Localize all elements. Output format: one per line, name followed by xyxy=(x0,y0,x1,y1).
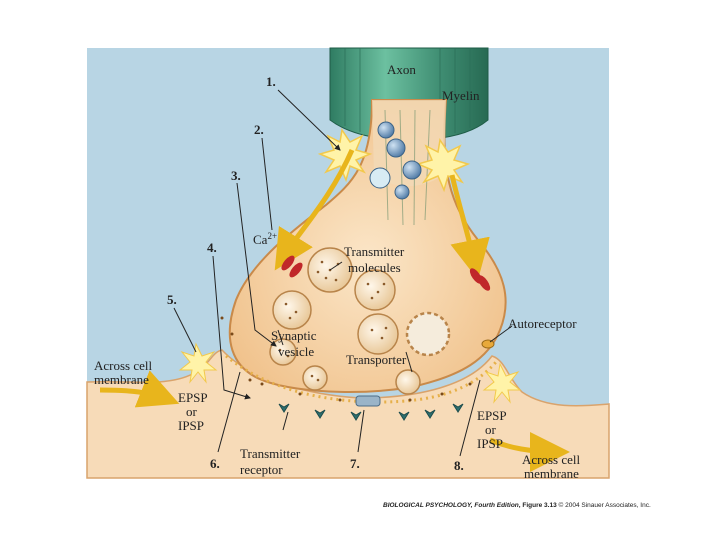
across-left-label-1: Across cell xyxy=(94,358,153,373)
synaptic-vesicle-label-1: Synaptic xyxy=(271,328,317,343)
epsp-left-label-2: or xyxy=(186,404,198,419)
conduction-arrow-left xyxy=(274,148,355,271)
epsp-right-label-3: IPSP xyxy=(477,436,503,451)
myelin-label: Myelin xyxy=(442,88,480,103)
step-number-3: 3. xyxy=(231,168,241,183)
psp-arrow-right xyxy=(489,431,570,472)
across-right-label-2: membrane xyxy=(524,466,579,481)
transmitter-molecules-label-1: Transmitter xyxy=(344,244,405,259)
step-number-8: 8. xyxy=(454,458,464,473)
figure-caption: BIOLOGICAL PSYCHOLOGY, Fourth Edition, F… xyxy=(383,501,651,509)
postsynaptic-flashes xyxy=(178,342,522,404)
action-potential-flash-right xyxy=(415,138,471,193)
postsynaptic-receptors xyxy=(278,403,464,421)
calcium-channel-right xyxy=(469,268,491,291)
step-number-2: 2. xyxy=(254,122,264,137)
transporter-label: Transporter xyxy=(346,352,407,367)
epsp-right-label-2: or xyxy=(485,422,497,437)
epsp-left-label-3: IPSP xyxy=(178,418,204,433)
epsp-right-label-1: EPSP xyxy=(477,408,507,423)
calcium-channel-left xyxy=(281,255,303,278)
synaptic-vesicle-label-2: vesicle xyxy=(278,344,314,359)
step-number-5: 5. xyxy=(167,292,177,307)
calcium-label: Ca2+ xyxy=(253,231,277,247)
transporter-protein xyxy=(355,395,381,407)
released-transmitter xyxy=(220,316,472,405)
transmitter-molecules-label-2: molecules xyxy=(348,260,401,275)
epsp-left-label-1: EPSP xyxy=(178,390,208,405)
transmitter-receptor-label-2: receptor xyxy=(240,462,283,477)
psp-arrow-left xyxy=(99,370,180,408)
conduction-arrow-right xyxy=(449,174,490,280)
transmitter-vesicles xyxy=(269,247,451,395)
axon-vesicles xyxy=(369,121,422,200)
autoreceptor-shape xyxy=(481,339,495,349)
across-left-label-2: membrane xyxy=(94,372,149,387)
transmitter-receptor-label-1: Transmitter xyxy=(240,446,301,461)
step-number-1: 1. xyxy=(266,74,276,89)
step-number-6: 6. xyxy=(210,456,220,471)
transmitter-dots xyxy=(278,260,388,382)
autoreceptor-label: Autoreceptor xyxy=(508,316,577,331)
across-right-label-1: Across cell xyxy=(522,452,581,467)
leader-lines xyxy=(173,89,513,457)
step-number-7: 7. xyxy=(350,456,360,471)
step-number-4: 4. xyxy=(207,240,217,255)
axon-label: Axon xyxy=(387,62,416,77)
